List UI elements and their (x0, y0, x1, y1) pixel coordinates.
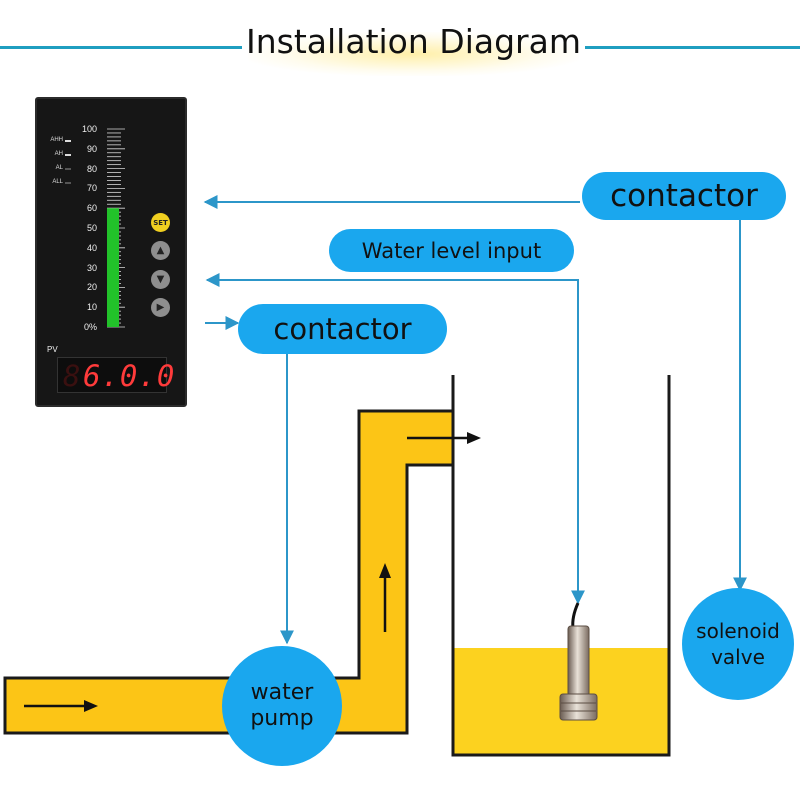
alarm-led-ah (65, 154, 71, 156)
pv-ghost-digit: 8 (63, 359, 81, 393)
scale-label: 50 (86, 223, 97, 233)
scale-label: 60 (86, 203, 97, 214)
contactor-left-label: contactor (238, 304, 447, 354)
down-button[interactable]: ▼ (151, 270, 170, 289)
pv-label: PV (47, 345, 58, 354)
alarm-label-all: ALL (52, 179, 63, 185)
scale-label: 90 (86, 143, 97, 154)
alarm-led-all (65, 182, 71, 184)
chevron-up-icon: ▲ (156, 245, 165, 256)
water-pump-line-2: pump (250, 706, 314, 731)
alarm-label-ahh: AHH (50, 137, 63, 143)
set-button[interactable]: SET (151, 213, 170, 232)
alarm-led-al (65, 168, 71, 170)
title-line-left (0, 46, 242, 49)
chevron-right-icon: ▶ (156, 302, 165, 313)
scale-label: 20 (86, 282, 97, 293)
solenoid-valve-line-2: valve (711, 645, 765, 669)
level-bar-fill (107, 208, 119, 327)
water-pump-label: water pump (222, 646, 342, 766)
alarm-label-al: AL (55, 165, 63, 171)
scale-label: 40 (86, 242, 97, 253)
scale-label: 10 (86, 302, 97, 313)
scale-label: 80 (86, 163, 97, 174)
title-glow (248, 32, 579, 76)
alarm-label-ah: AH (54, 151, 63, 157)
water-pump-line-1: water (250, 680, 314, 705)
pv-value: 6.0.0 (83, 359, 176, 393)
level-controller-meter: AHH AH AL ALL 100 90 80 70 60 50 40 30 20 10 0% SET ▲… (35, 97, 187, 407)
scale-label: 30 (86, 262, 97, 273)
pv-display: 8 6.0.0 (57, 357, 174, 393)
solenoid-valve-line-1: solenoid (696, 619, 780, 643)
line-sensor-to-meter (205, 273, 585, 605)
scale-label: 70 (86, 183, 97, 194)
alarm-led-ahh (65, 140, 71, 142)
scale-label: 0% (83, 322, 97, 332)
water-level-input-label: Water level input (329, 229, 574, 272)
title-bar: Installation Diagram (0, 18, 800, 76)
level-sensor-icon (559, 602, 598, 721)
contactor-top-label: contactor (582, 172, 786, 220)
flow-arrow-left (24, 700, 98, 712)
chevron-down-icon: ▼ (156, 274, 165, 285)
right-button[interactable]: ▶ (151, 298, 170, 317)
up-button[interactable]: ▲ (151, 241, 170, 260)
page-title: Installation Diagram (246, 22, 581, 61)
title-line-right (585, 46, 800, 49)
level-bar (107, 128, 125, 328)
solenoid-valve-label: solenoid valve (682, 588, 794, 700)
scale-label: 100 (81, 124, 97, 134)
set-button-label: SET (153, 218, 168, 227)
